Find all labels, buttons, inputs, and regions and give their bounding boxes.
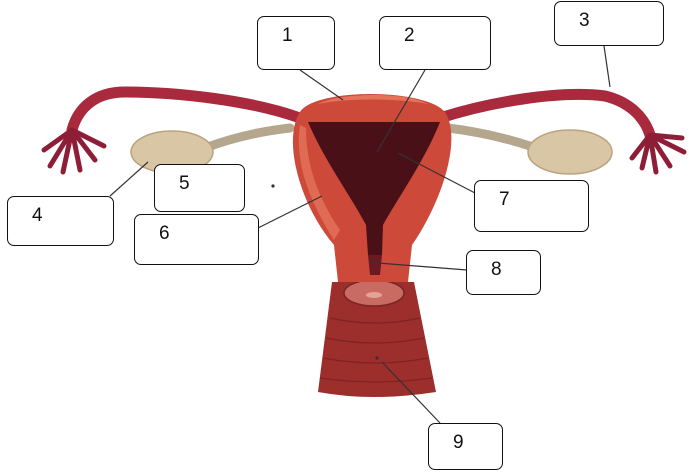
left-ovarian-ligament	[205, 128, 290, 148]
leader-line-1	[300, 70, 343, 100]
label-box-2[interactable]: 2	[379, 16, 491, 70]
label-box-3[interactable]: 3	[554, 1, 664, 46]
label-box-4[interactable]: 4	[7, 196, 114, 246]
right-fimbriae	[632, 135, 684, 172]
external-os	[366, 292, 382, 298]
label-box-9[interactable]: 9	[428, 423, 503, 470]
left-fimbriae	[44, 130, 104, 172]
label-box-7[interactable]: 7	[474, 180, 589, 232]
leader-line-3	[604, 46, 610, 87]
right-ovarian-ligament	[448, 128, 530, 146]
cervical-canal	[368, 255, 382, 275]
right-ovary	[528, 130, 612, 174]
label-box-6[interactable]: 6	[134, 214, 259, 265]
leader-point-9	[375, 356, 378, 359]
label-box-1[interactable]: 1	[257, 16, 335, 70]
left-fallopian-tube	[72, 92, 300, 130]
label-box-5[interactable]: 5	[154, 164, 245, 212]
leader-point-5	[271, 184, 274, 187]
label-box-8[interactable]: 8	[466, 250, 541, 295]
leader-line-4	[110, 162, 148, 196]
leader-point-8	[373, 261, 376, 264]
